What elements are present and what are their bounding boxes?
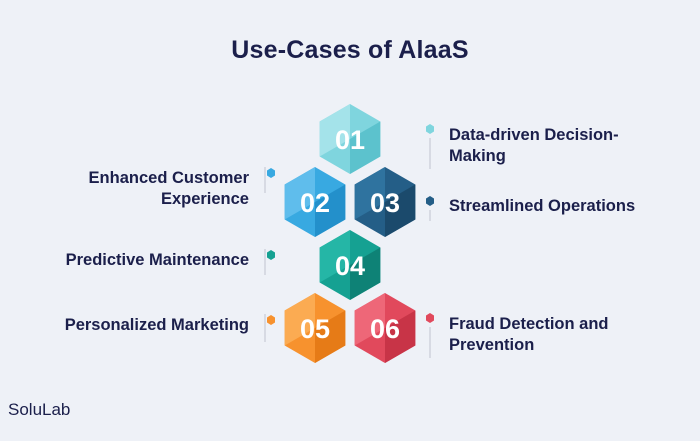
- brand-logo-text: SoluLab: [8, 400, 71, 419]
- hexagon-facet-dark: [385, 184, 416, 237]
- hexagon-05: 05: [284, 293, 346, 363]
- hexagon-02: 02: [284, 167, 346, 237]
- hexagon-06: 06: [354, 293, 416, 363]
- hexagon-facet-dark: [350, 247, 381, 300]
- hexagon-04: 04: [319, 230, 381, 300]
- hexagon-facet-light: [354, 293, 385, 346]
- marker-05: [264, 314, 275, 342]
- marker-hex-icon: [426, 196, 434, 206]
- marker-hex-icon: [426, 313, 434, 323]
- hexagon-facet-light: [284, 167, 315, 220]
- hexagon-facet-light: [354, 167, 385, 220]
- label-enhanced-customer: Enhanced Customer Experience: [88, 169, 249, 208]
- hexagon-number: 04: [335, 251, 365, 281]
- page-title: Use-Cases of AlaaS: [231, 36, 469, 64]
- marker-hex-icon: [267, 250, 275, 260]
- label-fraud: Fraud Detection and Prevention: [449, 315, 609, 354]
- hexagon-01: 01: [319, 104, 381, 174]
- hexagon-facet-dark: [315, 184, 346, 237]
- label-predictive: Predictive Maintenance: [65, 251, 249, 269]
- label-data-driven: Data-driven Decision-Making: [449, 126, 619, 165]
- label-streamlined: Streamlined Operations: [449, 197, 636, 215]
- marker-04: [264, 249, 275, 275]
- hexagon-facet-light: [319, 104, 350, 157]
- marker-hex-icon: [267, 315, 275, 325]
- marker-hex-icon: [426, 124, 434, 134]
- hexagon-03: 03: [354, 167, 416, 237]
- hexagon-number: 02: [300, 188, 330, 218]
- marker-01: [426, 124, 434, 169]
- hexagon-facet-dark: [350, 121, 381, 174]
- hexagon-number: 01: [335, 125, 365, 155]
- marker-06: [426, 313, 434, 358]
- label-personalized: Personalized Marketing: [64, 316, 249, 334]
- hexagon-facet-light: [284, 293, 315, 346]
- hexagon-facet-dark: [315, 310, 346, 363]
- marker-03: [426, 196, 434, 221]
- hexagon-facet-dark: [385, 310, 416, 363]
- hexagon-facet-light: [319, 230, 350, 283]
- hexagon-number: 06: [370, 314, 400, 344]
- hexagon-number: 03: [370, 188, 400, 218]
- marker-02: [264, 167, 275, 193]
- marker-hex-icon: [267, 168, 275, 178]
- hexagon-number: 05: [300, 314, 330, 344]
